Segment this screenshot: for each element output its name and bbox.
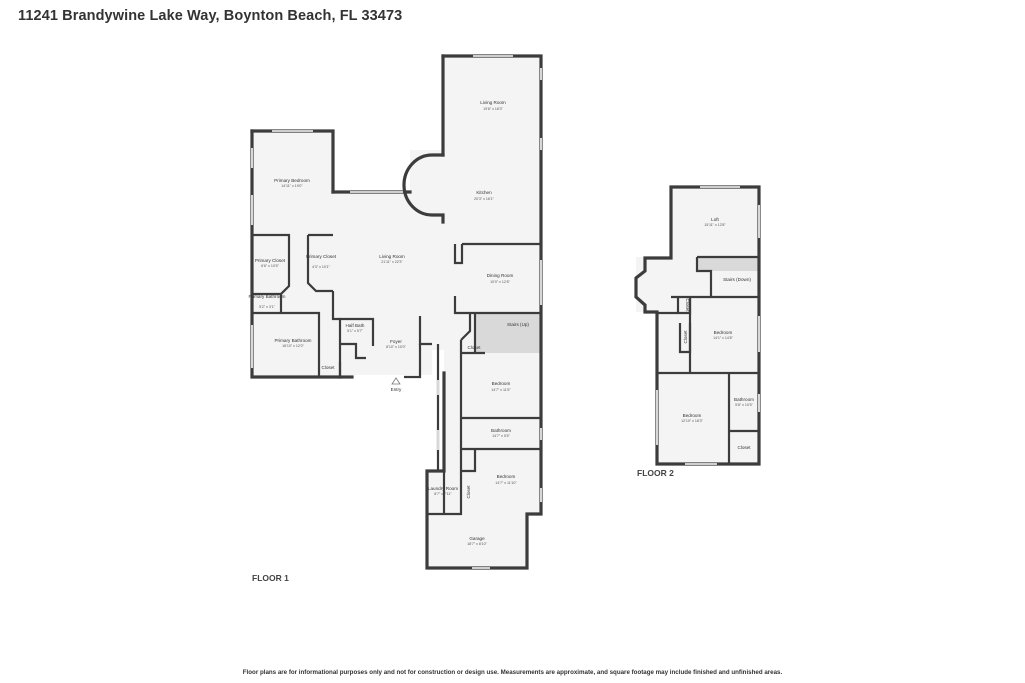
page-title: 11241 Brandywine Lake Way, Boynton Beach… — [18, 8, 403, 24]
room-dims: 5'8" x 10'5" — [735, 403, 753, 407]
room-name: Bedroom — [492, 381, 511, 386]
room-name: Living Room — [480, 100, 506, 105]
room-name: Kitchen — [476, 190, 492, 195]
room-dims: 8'7" x 7'11" — [434, 492, 452, 496]
room-labels: Living Room 19'8" x 18'3" Kitchen 20'3" … — [248, 100, 754, 546]
stairs-up — [475, 313, 541, 353]
room-name: Closet — [683, 330, 688, 344]
room-name: Loft — [711, 217, 719, 222]
room-name: Closet — [466, 485, 471, 499]
room-dims: 4'3" x 10'1" — [312, 265, 330, 269]
room-name: Primary Closet — [306, 254, 337, 259]
room-dims: 16'10" x 12'0" — [282, 344, 304, 348]
room-dims: 14'7" x 11'10" — [495, 481, 517, 485]
room-dims: 14'7" x 11'5" — [491, 388, 511, 392]
room-name: Primary Closet — [255, 258, 286, 263]
room-name: Closet — [467, 345, 481, 350]
stairs-down — [697, 257, 759, 271]
room-dims: 20'3" x 16'1" — [474, 197, 494, 201]
room-name: Stairs (Down) — [723, 277, 751, 282]
room-name: Dining Room — [487, 273, 514, 278]
room-dims: 8'10" x 10'0" — [386, 345, 406, 349]
room-dims: 14'11" x 19'0" — [281, 184, 303, 188]
room-name: Stairs (Up) — [507, 322, 529, 327]
room-name: Bedroom — [714, 330, 733, 335]
entry-label: Entry — [391, 387, 402, 392]
room-name: Living Room — [379, 254, 405, 259]
room-dims: 15'11" x 12'8" — [704, 223, 726, 227]
room-name: Primary Bathroom — [248, 294, 285, 299]
room-name: Closet — [321, 365, 335, 370]
disclaimer: Floor plans are for informational purpos… — [242, 669, 783, 676]
room-name: Bedroom — [683, 413, 702, 418]
room-name: Primary Bedroom — [274, 178, 310, 183]
room-dims: 21'11" x 22'3" — [381, 260, 403, 264]
room-dims: 12'10" x 18'3" — [681, 419, 703, 423]
floor-1-label: FLOOR 1 — [252, 573, 289, 583]
room-name: Bathroom — [734, 397, 754, 402]
room-name: Bedroom — [497, 474, 516, 479]
room-dims: 6'6" x 10'5" — [261, 264, 279, 268]
room-name: Closet — [685, 298, 690, 312]
floor-2-plan — [634, 185, 761, 466]
entry-icon — [391, 377, 401, 385]
room-name: Garage — [469, 536, 485, 541]
room-name: Laundry Room — [428, 486, 458, 491]
floor-2-label: FLOOR 2 — [637, 468, 674, 478]
floor-1-plan — [250, 54, 543, 570]
room-name: Foyer — [390, 339, 402, 344]
room-dims: 19'8" x 18'3" — [483, 107, 503, 111]
room-name: Bathroom — [491, 428, 511, 433]
room-dims: 5'1" x 5'7" — [347, 329, 363, 333]
room-dims: 10'0" x 12'8" — [490, 280, 510, 284]
room-dims: 18'7" x 8'10" — [467, 542, 487, 546]
room-name: Half Bath — [346, 323, 365, 328]
room-name: Primary Bathroom — [274, 338, 311, 343]
room-dims: 5'2" x 3'1" — [259, 305, 275, 309]
room-dims: 14'7" x 5'5" — [492, 434, 510, 438]
room-dims: 14'1" x 14'8" — [713, 336, 733, 340]
room-name: Closet — [737, 445, 751, 450]
